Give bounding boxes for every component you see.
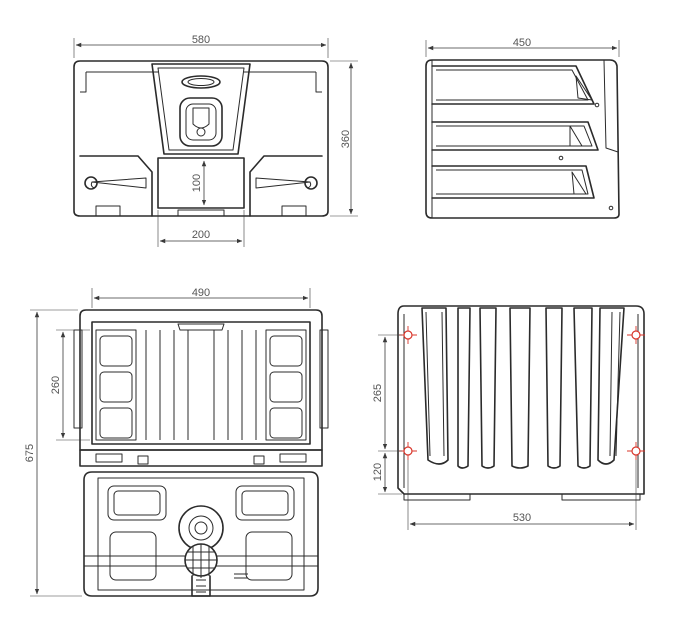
window-width-label: 200 <box>192 229 210 241</box>
mounting-hole-top-left <box>403 330 413 340</box>
lid-height-label: 260 <box>50 376 62 394</box>
window-height-label: 100 <box>191 174 203 192</box>
bottom-offset-label: 120 <box>372 463 384 481</box>
mounting-hole-bottom-left <box>403 446 413 456</box>
open-top-view: 490 675 260 <box>24 287 329 597</box>
open-width-label: 490 <box>192 287 210 299</box>
total-height-label: 675 <box>24 444 36 462</box>
back-view: 265 120 530 <box>372 305 645 530</box>
front-height-label: 360 <box>340 130 352 148</box>
front-view: 580 360 100 200 <box>73 34 358 247</box>
front-width-label: 580 <box>192 34 210 46</box>
mounting-hole-bottom-right <box>631 446 641 456</box>
hole-spacing-vertical-label: 265 <box>372 384 384 402</box>
mounting-hole-top-right <box>631 330 641 340</box>
side-depth-label: 450 <box>513 37 531 49</box>
side-view: 450 <box>425 37 620 219</box>
hole-spacing-horizontal-label: 530 <box>513 512 531 524</box>
